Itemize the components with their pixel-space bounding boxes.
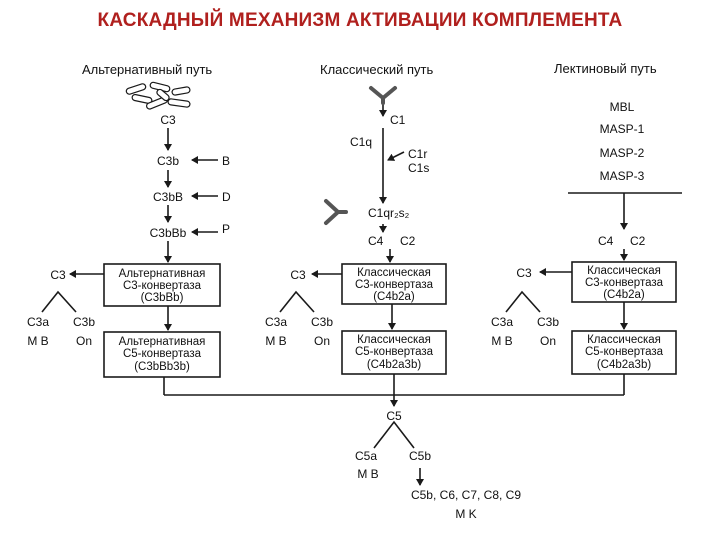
alt-pathway-header: Альтернативный путь bbox=[82, 62, 212, 77]
cls-c1r: C1r bbox=[408, 147, 427, 161]
alt-c3-convertase-box bbox=[103, 263, 221, 307]
mac-complex: C5b, C6, C7, C8, C9 bbox=[411, 488, 521, 502]
lec-side-c3: C3 bbox=[516, 266, 532, 280]
lec-conv5-line1: Классическая bbox=[587, 334, 661, 346]
alt-conv3-line3: (C3bBb) bbox=[141, 292, 184, 304]
cls-side-c3: C3 bbox=[290, 268, 306, 282]
lec-c2: C2 bbox=[630, 234, 646, 248]
alt-factor-b: B bbox=[222, 154, 230, 168]
alt-c3b: C3b bbox=[157, 154, 179, 168]
c5b-label: C5b bbox=[409, 449, 431, 463]
lec-conv5-line3: (C4b2a3b) bbox=[597, 359, 652, 371]
cls-c2: C2 bbox=[400, 234, 416, 248]
alt-factor-p: P bbox=[222, 222, 230, 236]
lec-mbl: MBL bbox=[610, 100, 635, 114]
cls-c3b-op: On bbox=[314, 334, 330, 348]
lec-c5-convertase-box bbox=[571, 330, 677, 375]
page-title: КАСКАДНЫЙ МЕХАНИЗМ АКТИВАЦИИ КОМПЛЕМЕНТА bbox=[97, 10, 623, 31]
cls-arrow-c1r bbox=[387, 151, 405, 161]
lec-c3a-mb: M B bbox=[491, 334, 512, 348]
lec-c3b-out: C3b bbox=[537, 315, 559, 329]
antibody-y-icon bbox=[369, 86, 397, 105]
lec-conv3-line3: (C4b2a) bbox=[603, 289, 645, 301]
cls-c3b-out: C3b bbox=[311, 315, 333, 329]
lec-c3-split bbox=[505, 290, 541, 313]
cls-conv3-line1: Классическая bbox=[357, 267, 431, 279]
lec-c3a: C3a bbox=[491, 315, 513, 329]
cls-c1s: C1s bbox=[408, 161, 429, 175]
bacteria-cluster-icon bbox=[125, 81, 191, 110]
lec-c3-convertase-box bbox=[571, 261, 677, 303]
cls-c1: C1 bbox=[390, 113, 406, 127]
alt-c3bB: C3bB bbox=[153, 190, 183, 204]
lec-masp3: MASP-3 bbox=[600, 169, 645, 183]
c5a-mb: M B bbox=[357, 467, 378, 481]
alt-conv3-line2: C3-конвертаза bbox=[123, 280, 202, 292]
alt-conv5-line1: Альтернативная bbox=[119, 336, 206, 348]
alt-conv3-line1: Альтернативная bbox=[119, 268, 206, 280]
alt-c3a-mb: M B bbox=[27, 334, 48, 348]
cls-conv3-line2: C3-конвертаза bbox=[355, 279, 434, 291]
lec-conv3-line1: Классическая bbox=[587, 265, 661, 277]
alt-c3: C3 bbox=[160, 113, 176, 127]
cls-conv5-line2: C5-конвертаза bbox=[355, 346, 434, 358]
alt-c5-convertase-box bbox=[103, 331, 221, 378]
lec-pathway-header: Лектиновый путь bbox=[554, 61, 657, 76]
c5-label: C5 bbox=[386, 409, 402, 423]
alt-conv5-line3: (C3bBb3b) bbox=[134, 361, 190, 373]
cls-c1qr2s2: C1qr₂s₂ bbox=[368, 206, 410, 220]
cls-pathway-header: Классический путь bbox=[320, 62, 433, 77]
alt-c3bBb: C3bBb bbox=[150, 226, 187, 240]
cls-c1q: C1q bbox=[350, 135, 372, 149]
alt-side-c3: C3 bbox=[50, 268, 66, 282]
alt-factor-d: D bbox=[222, 190, 231, 204]
c5a-label: C5a bbox=[355, 449, 377, 463]
lec-c4: C4 bbox=[598, 234, 614, 248]
cls-c3-convertase-box bbox=[341, 263, 447, 305]
lec-conv5-line2: C5-конвертаза bbox=[585, 346, 664, 358]
antibody-sideways-icon bbox=[324, 199, 348, 225]
c5-split bbox=[373, 420, 415, 449]
mac-mk: M K bbox=[455, 507, 476, 521]
cls-c3-split bbox=[279, 290, 315, 313]
alt-conv5-line2: C5-конвертаза bbox=[123, 348, 202, 360]
lec-conv3-line2: C3-конвертаза bbox=[585, 277, 664, 289]
lec-masp2: MASP-2 bbox=[600, 146, 645, 160]
cls-conv5-line3: (C4b2a3b) bbox=[367, 359, 422, 371]
cls-conv5-line1: Классическая bbox=[357, 334, 431, 346]
cls-c4: C4 bbox=[368, 234, 384, 248]
cls-conv3-line3: (C4b2a) bbox=[373, 291, 415, 303]
lec-masp1: MASP-1 bbox=[600, 122, 645, 136]
alt-c3-split bbox=[41, 290, 77, 313]
alt-c3b-op: On bbox=[76, 334, 92, 348]
alt-c3b-out: C3b bbox=[73, 315, 95, 329]
lec-c3b-op: On bbox=[540, 334, 556, 348]
cls-c3a-mb: M B bbox=[265, 334, 286, 348]
cls-c3a: C3a bbox=[265, 315, 287, 329]
alt-c3a: C3a bbox=[27, 315, 49, 329]
